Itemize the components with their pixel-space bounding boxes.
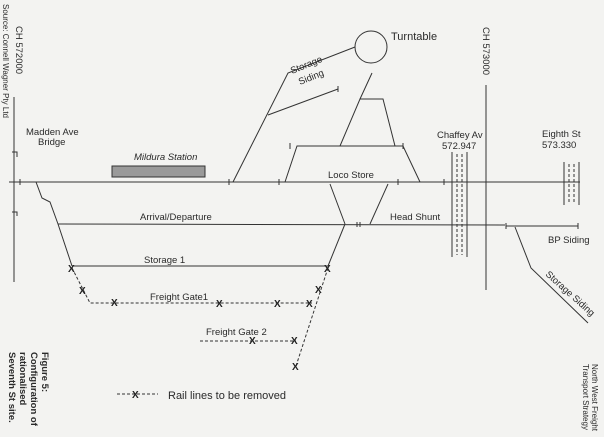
x-marker: X [68, 264, 75, 275]
loco-crossover [329, 183, 389, 225]
storage-siding-spur [267, 86, 339, 116]
loco-store-ticks [289, 143, 404, 149]
storage-1-right-connector [327, 223, 346, 267]
chaffey-road-lanes [456, 154, 463, 255]
removal-markers: X X X X X X X X X X X [68, 264, 331, 373]
caption-line: Figure 5: [39, 352, 50, 392]
source-credit: Source: Connell Wagner Pty Ltd [1, 4, 10, 118]
figure-caption: Figure 5: Configuration of rationalised … [6, 352, 50, 427]
eighth-road-edges [563, 162, 580, 205]
left-connector [28, 181, 73, 267]
x-marker: X [216, 299, 223, 310]
x-marker: X [291, 336, 298, 347]
crossing-eighth-name: Eighth St [542, 129, 581, 140]
x-marker: X [111, 298, 118, 309]
freight-gate-1-label: Freight Gate1 [150, 292, 208, 303]
freight-gate-2-label: Freight Gate 2 [206, 327, 267, 338]
bp-siding-line [505, 223, 579, 229]
chainage-right: CH 573000 [480, 27, 491, 75]
loco-store-track [284, 145, 421, 183]
turntable-label: Turntable [391, 31, 437, 43]
x-marker: X [315, 285, 322, 296]
crossing-chaffey-chainage: 572.947 [442, 141, 476, 152]
x-marker: X [249, 336, 256, 347]
legend-label: Rail lines to be removed [168, 390, 286, 402]
chainage-left: CH 572000 [13, 26, 24, 74]
legend: X Rail lines to be removed [117, 390, 286, 402]
madden-label-2: Bridge [38, 137, 65, 148]
head-shunt-ticks [356, 222, 361, 227]
caption-line: rationalised [17, 352, 28, 406]
turntable-lead [359, 72, 373, 100]
loco-upper-track [339, 98, 396, 147]
storage-1-label: Storage 1 [144, 255, 185, 266]
madden-label-1: Madden Ave [26, 127, 79, 138]
caption-line: Seventh St site. [6, 352, 17, 423]
bridge-marker-left [12, 151, 18, 216]
head-shunt-label: Head Shunt [390, 212, 441, 223]
station-platform [111, 165, 206, 178]
crossing-eighth-chainage: 573.330 [542, 140, 576, 151]
station-label: Mildura Station [134, 152, 197, 163]
freight-gate-1-removed [71, 267, 312, 304]
x-marker: X [306, 299, 313, 310]
legend-marker: X [132, 390, 139, 401]
storage-siding-top-line [232, 46, 356, 183]
crossing-chaffey-name: Chaffey Av [437, 130, 483, 141]
strategy-credit: North West Freight Transport Strategy [581, 364, 599, 432]
storage-siding-right-label: Storage Siding [543, 269, 597, 319]
x-marker: X [324, 264, 331, 275]
bp-siding-label: BP Siding [548, 235, 590, 246]
arrival-departure-label: Arrival/Departure [140, 212, 212, 223]
loco-store-label: Loco Store [328, 170, 374, 181]
x-marker: X [292, 362, 299, 373]
turntable [354, 30, 388, 64]
chaffey-road-edges [451, 152, 468, 257]
credit-line: North West Freight [590, 364, 599, 432]
storage-siding-right-line [514, 226, 589, 324]
arrival-departure-line [57, 223, 506, 226]
x-marker: X [274, 299, 281, 310]
freight-connector-removed [295, 267, 329, 367]
eighth-road-lanes [568, 164, 575, 204]
main-ticks [19, 179, 445, 185]
caption-line: Configuration of [28, 352, 39, 427]
x-marker: X [79, 286, 86, 297]
credit-line: Transport Strategy [581, 364, 590, 430]
